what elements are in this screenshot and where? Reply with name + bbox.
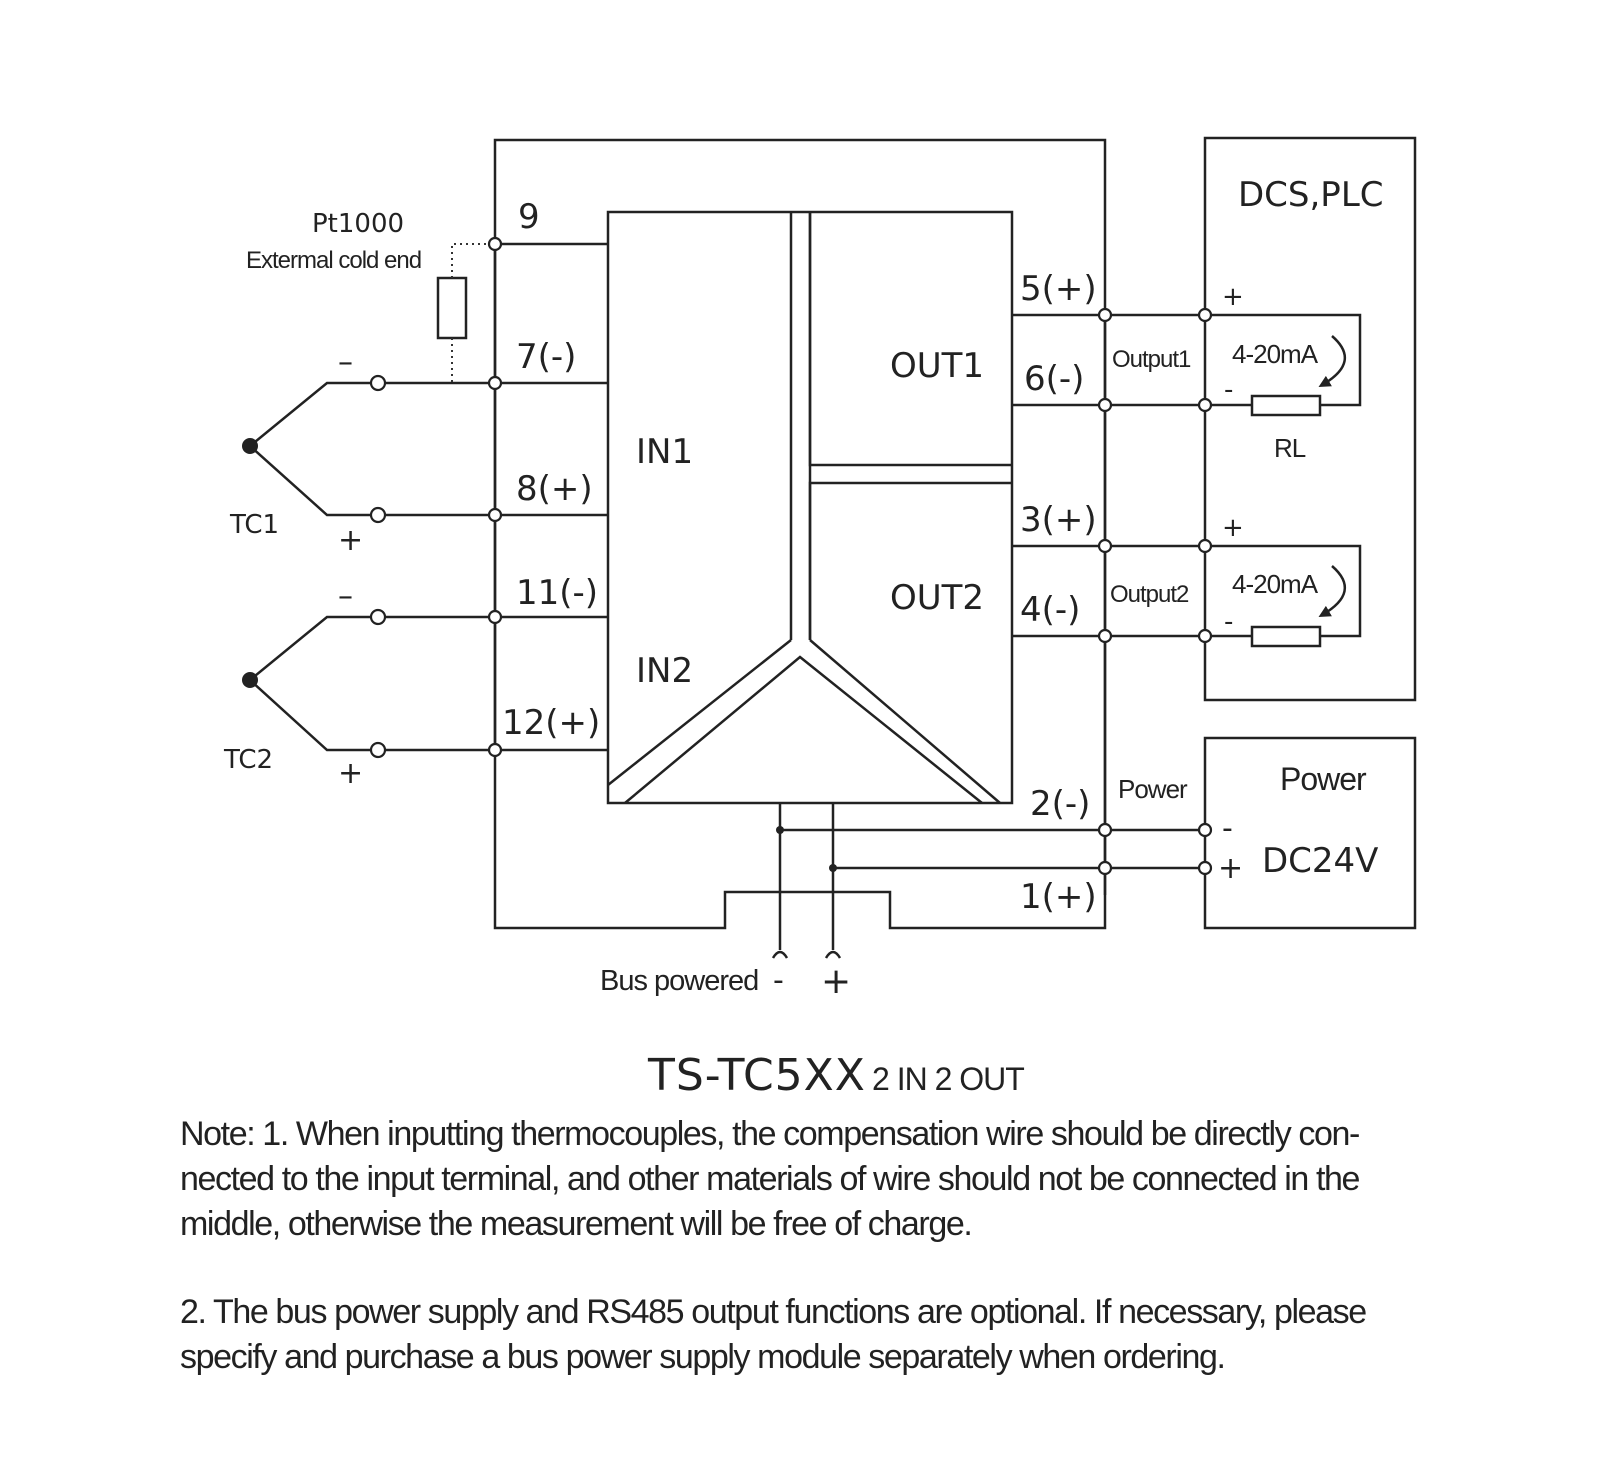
dcs-plus-2: + (1222, 513, 1244, 543)
terminal-2-label: 2(-) (1030, 784, 1090, 824)
bus-powered-label: Bus powered (600, 965, 758, 997)
terminal-5 (1097, 307, 1113, 323)
current-arrow-1 (1318, 335, 1347, 387)
model-config: 2 IN 2 OUT (872, 1061, 1024, 1097)
tc2-label: TC2 (223, 745, 273, 775)
terminal-11-label: 11(-) (516, 573, 598, 613)
dcs-plc-title: DCS,PLC (1238, 175, 1384, 215)
load-label: RL (1274, 433, 1306, 463)
current-label-2: 4-20mA (1232, 569, 1319, 599)
terminal-5-label: 5(+) (1020, 269, 1097, 309)
terminal-3 (1097, 538, 1113, 554)
load-resistor-2 (1250, 625, 1322, 648)
tc2-minus-wire (249, 615, 372, 681)
output1-label: Output1 (1112, 346, 1191, 373)
dcs-plus-1: + (1222, 282, 1244, 312)
cold-end-dotted-top (451, 243, 495, 278)
out2-label: OUT2 (890, 578, 984, 618)
terminal-11 (487, 609, 503, 625)
tc2-plus-wire (249, 679, 372, 752)
loop2-wire (1205, 544, 1362, 638)
pt1000-resistor (436, 276, 468, 340)
terminal-2 (1097, 822, 1113, 838)
power-plus-terminal (1197, 860, 1213, 876)
pt1000-label: Pt1000 (312, 209, 404, 239)
bus-plus-sign: + (821, 961, 851, 1002)
dcs-minus-1: - (1224, 375, 1233, 405)
bus-minus-node (776, 826, 784, 834)
cold-end-label: Extermal cold end (246, 247, 421, 274)
tc1-plus-wire (249, 445, 372, 517)
terminal-12-label: 12(+) (502, 703, 600, 743)
terminal-7-label: 7(-) (516, 337, 576, 377)
terminal-9-label: 9 (518, 197, 540, 237)
dcs-in2-plus (1197, 538, 1213, 554)
tc1-minus-terminal (369, 374, 387, 392)
dcs-in1-plus (1197, 307, 1213, 323)
power-minus-terminal (1197, 822, 1213, 838)
in1-label: IN1 (636, 432, 693, 472)
terminal-12 (487, 742, 503, 758)
bus-minus-sign: - (773, 963, 784, 998)
tc1-plus-sign: + (338, 523, 363, 558)
terminal-3-label: 3(+) (1020, 500, 1097, 540)
terminal-4-label: 4(-) (1020, 590, 1080, 630)
in2-label: IN2 (636, 651, 693, 691)
power-voltage: DC24V (1262, 841, 1378, 881)
tc1-junction (242, 438, 258, 454)
dcs-minus-2: - (1224, 607, 1233, 637)
isolation-diag-right-outer (809, 639, 1001, 804)
tc2-plus-terminal (369, 741, 387, 759)
terminal-8 (487, 507, 503, 523)
current-arrow-2 (1318, 565, 1347, 617)
dcs-in2-minus (1197, 628, 1213, 644)
dcs-in1-minus (1197, 397, 1213, 413)
load-resistor-1 (1250, 394, 1322, 417)
dcs-plc-box (1203, 136, 1417, 702)
module-body (606, 210, 1014, 805)
tc2-junction (242, 672, 258, 688)
terminal-1-label: 1(+) (1020, 877, 1097, 917)
terminal-9 (487, 236, 503, 252)
tc1-minus-wire (249, 381, 372, 447)
tc2-minus-sign: – (338, 579, 353, 614)
power-minus-sign: - (1222, 811, 1233, 846)
terminal-6 (1097, 397, 1113, 413)
note-1: Note: 1. When inputting thermocouples, t… (180, 1115, 1360, 1243)
tc1-label: TC1 (229, 510, 279, 540)
notes-section: Note: 1. When inputting thermocouples, t… (180, 1112, 1410, 1442)
tc1-plus-terminal (369, 506, 387, 524)
out2-section (808, 481, 1012, 640)
tc2-plus-sign: + (338, 756, 363, 791)
bus-plus-jumper (824, 950, 842, 959)
terminal-4 (1097, 628, 1113, 644)
power-title: Power (1280, 761, 1367, 797)
terminal-1 (1097, 860, 1113, 876)
output2-label: Output2 (1110, 581, 1189, 608)
note-2: 2. The bus power supply and RS485 output… (180, 1293, 1367, 1376)
power-wire-label: Power (1118, 774, 1188, 804)
isolation-triangle-inner (624, 655, 983, 804)
current-label-1: 4-20mA (1232, 339, 1319, 369)
terminal-8-label: 8(+) (516, 469, 593, 509)
tc2-minus-terminal (369, 608, 387, 626)
terminal-6-label: 6(-) (1024, 359, 1084, 399)
module-housing (493, 138, 1107, 930)
bus-plus-node (829, 864, 837, 872)
out1-section (808, 212, 1012, 467)
out1-label: OUT1 (890, 346, 984, 386)
loop1-wire (1205, 313, 1362, 407)
isolation-diag-left-outer (607, 639, 792, 786)
tc1-minus-sign: – (338, 345, 353, 380)
terminal-7 (487, 375, 503, 391)
model-title: TS-TC5XX (647, 1050, 866, 1101)
power-plus-sign: + (1218, 851, 1243, 886)
bus-minus-jumper (771, 950, 789, 959)
